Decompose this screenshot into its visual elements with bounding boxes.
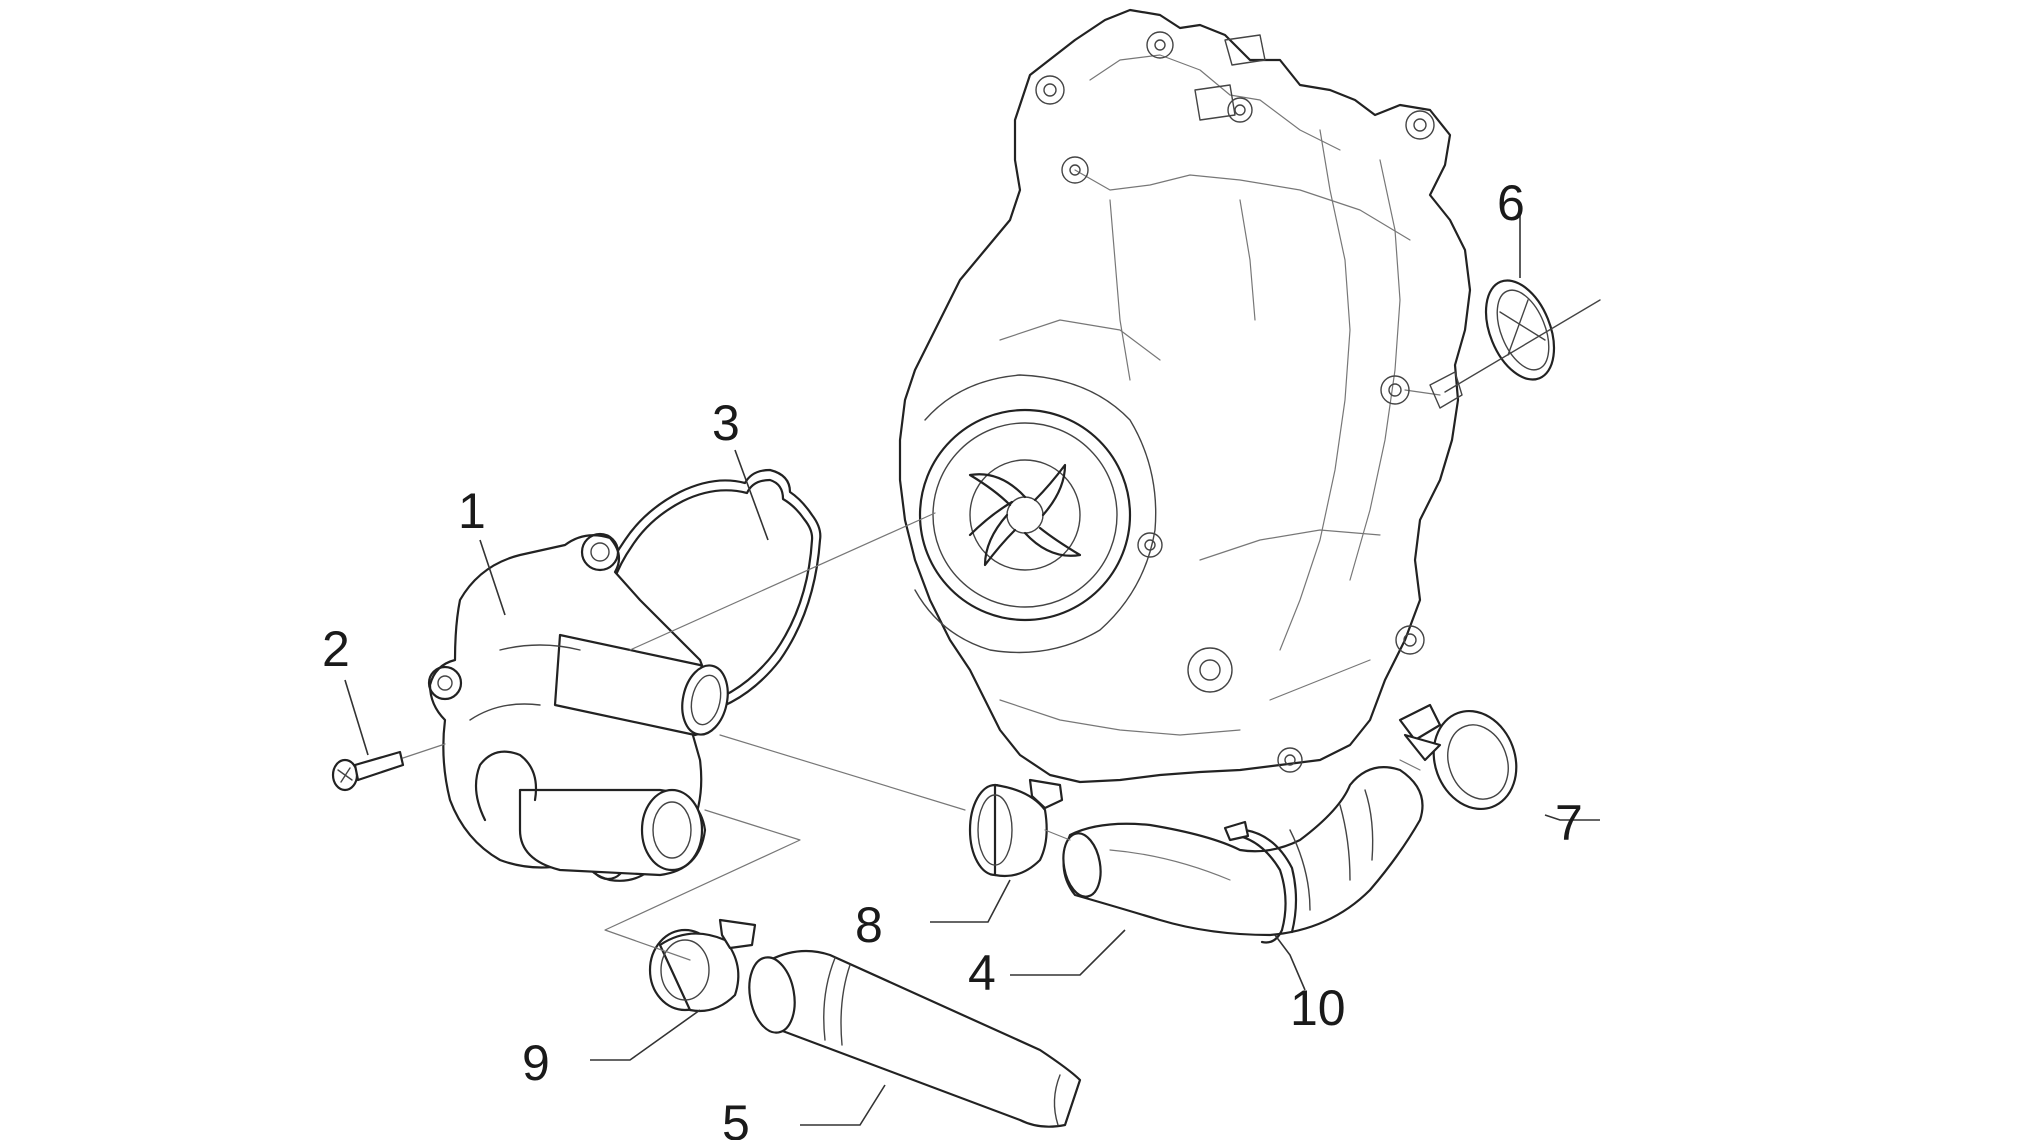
callout-5: 5 — [722, 1095, 750, 1140]
part-1-pump-cover — [427, 532, 729, 882]
callout-1: 1 — [458, 483, 486, 539]
part-9-clamp — [648, 918, 757, 1013]
callout-9: 9 — [522, 1035, 550, 1091]
callout-4: 4 — [968, 945, 996, 1001]
callout-8: 8 — [855, 897, 883, 953]
part-3-gasket — [593, 468, 822, 719]
callout-3: 3 — [712, 395, 740, 451]
part-5-hose — [748, 949, 1082, 1128]
part-4-hose — [1062, 766, 1424, 937]
part-6-plug — [1444, 279, 1601, 393]
part-8-clamp — [968, 778, 1064, 878]
part-10-clamp — [1223, 820, 1298, 944]
leader-lines — [344, 212, 1600, 1126]
part-2-screw — [331, 743, 446, 792]
assembly-lines — [604, 512, 1421, 961]
callout-6: 6 — [1497, 175, 1525, 231]
callout-7: 7 — [1555, 795, 1583, 851]
engine-cover — [898, 8, 1472, 784]
part-7-clamp — [1398, 703, 1518, 811]
callout-numbers: 1 2 3 4 5 6 7 8 9 10 — [322, 175, 1583, 1140]
callout-2: 2 — [322, 621, 350, 677]
callout-10: 10 — [1290, 980, 1346, 1036]
